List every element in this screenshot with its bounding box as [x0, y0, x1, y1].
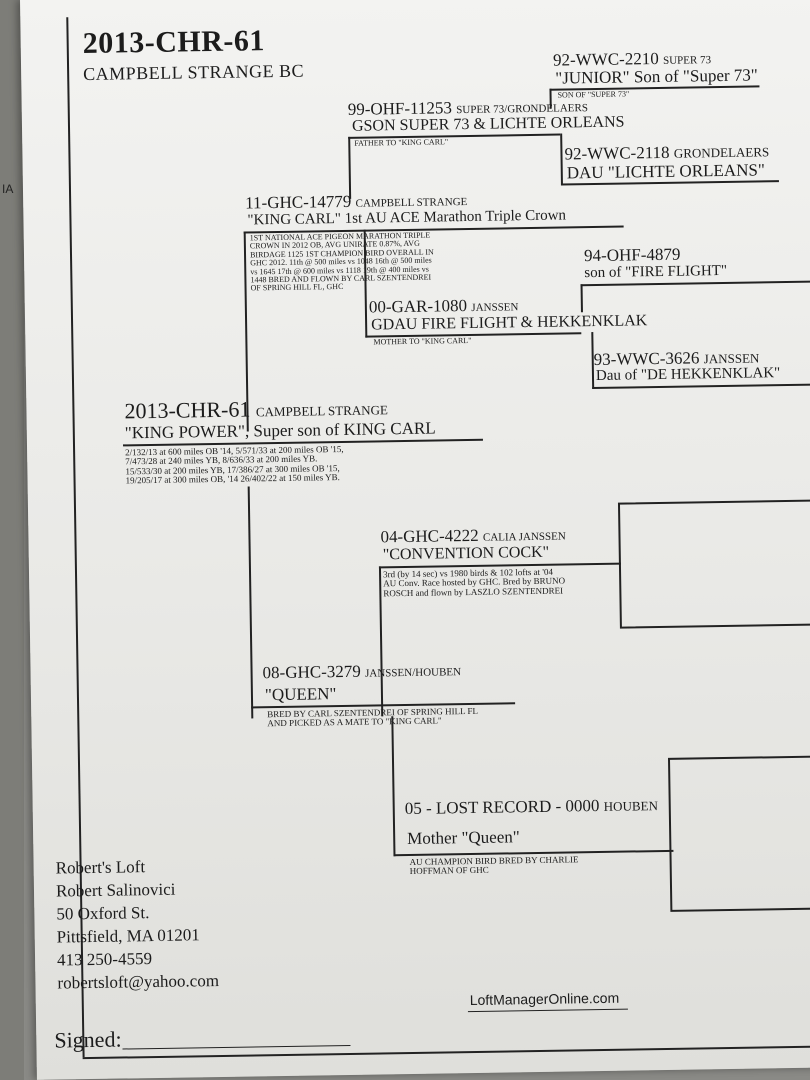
sdd-line: [592, 383, 810, 390]
left-page-edge: IA: [0, 0, 24, 1080]
dam-sire-notes: 3rd (by 14 sec) vs 1980 birds & 102 loft…: [383, 567, 565, 599]
contact-name: Robert's Loft: [55, 857, 146, 878]
dam-dam-id: 05 - LOST RECORD - 0000: [404, 795, 600, 819]
ssd-id: 92-WWC-2118: [564, 142, 670, 164]
sss-name: "JUNIOR" Son of "Super 73": [555, 65, 758, 88]
ssd-connector: [560, 133, 563, 186]
dam-sire-id-line: 04-GHC-4222 CALIA JANSSEN: [380, 525, 566, 547]
sire-sire-note: FATHER TO "KING CARL": [354, 137, 449, 148]
sire-dam-id-line: 00-GAR-1080 JANSSEN: [368, 296, 519, 317]
subject-breeder: CAMPBELL STRANGE: [255, 402, 389, 420]
dam-id-line: 08-GHC-3279 JANSSEN/HOUBEN: [262, 661, 462, 683]
header-id: 2013-CHR-61: [82, 24, 266, 61]
dam-dam-id-line: 05 - LOST RECORD - 0000 HOUBEN: [404, 795, 659, 819]
sss-breeder: SUPER 73: [662, 54, 712, 67]
dam-sire-box: [617, 499, 810, 629]
sire-sire-name: GSON SUPER 73 & LICHTE ORLEANS: [351, 113, 625, 135]
dam-notes: BRED BY CARL SZENTENDREI OF SPRING HILL …: [267, 706, 478, 729]
sire-note-7: OF SPRING HILL FL, GHC: [250, 282, 344, 293]
dam-sire-breeder: CALIA JANSSEN: [482, 530, 566, 544]
ssd-breeder: GRONDELAERS: [673, 144, 770, 161]
contact-phone: 413 250-4559: [56, 948, 153, 970]
dam-breeder: JANSSEN/HOUBEN: [364, 666, 462, 680]
sire-dam-breeder: JANSSEN: [471, 301, 519, 314]
pedigree-sheet: 2013-CHR-61 CAMPBELL STRANGE BC 92-WWC-2…: [20, 0, 810, 1080]
sdd-name: Dau of "DE HEKKENKLAK": [595, 365, 781, 384]
dam-sire-name: "CONVENTION COCK": [382, 543, 550, 564]
sds-id: 94-OHF-4879: [583, 244, 681, 266]
contact-owner: Robert Salinovici: [55, 879, 176, 901]
dam-name: "QUEEN": [264, 684, 337, 705]
dam-sire-id: 04-GHC-4222: [380, 525, 479, 547]
sire-sire-connector: [348, 136, 352, 199]
sire-id-line: 11-GHC-14779 CAMPBELL STRANGE: [245, 191, 468, 213]
subject-note-4: 19/205/17 at 300 miles OB, '14 26/402/22…: [125, 472, 340, 486]
subject-name: "KING POWER", Super son of KING CARL: [124, 418, 436, 443]
sire-dam-note: MOTHER TO "KING CARL": [373, 335, 472, 347]
brand-underline: [467, 1008, 628, 1013]
subject-id: 2013-CHR-61: [124, 396, 251, 424]
signature-line: [122, 1044, 351, 1050]
contact-street: 50 Oxford St.: [56, 902, 150, 924]
dam-id: 08-GHC-3279: [262, 661, 361, 683]
sds-line: [580, 280, 810, 287]
header-breeder: CAMPBELL STRANGE BC: [83, 60, 305, 85]
sire-dam-id: 00-GAR-1080: [368, 296, 468, 317]
sire-dam-name: GDAU FIRE FLIGHT & HEKKENKLAK: [371, 312, 648, 334]
dam-connector: [247, 486, 254, 719]
sdd-connector: [591, 332, 595, 390]
dam-dam-breeder: HOUBEN: [603, 798, 659, 814]
contact-city: Pittsfield, MA 01201: [56, 925, 200, 947]
contact-block: Robert's Loft Robert Salinovici 50 Oxfor…: [55, 855, 219, 995]
dam-dam-connector: [391, 716, 396, 857]
sire-name: "KING CARL" 1st AU ACE Marathon Triple C…: [247, 207, 567, 229]
brand-text: LoftManagerOnline.com: [469, 989, 620, 1009]
sire-notes: 1ST NATIONAL ACE PIGEON MARATHON TRIPLE …: [250, 231, 435, 294]
dam-note-2: AND PICKED AS A MATE TO "KING CARL": [267, 715, 442, 729]
dam-sire-note-3: ROSCH and flown by LASZLO SZENTENDREI: [383, 585, 564, 599]
sds-connector: [580, 284, 583, 313]
sds-name: son of "FIRE FLIGHT": [584, 262, 728, 282]
subject-id-line: 2013-CHR-61 CAMPBELL STRANGE: [124, 396, 389, 424]
ssd-name: DAU "LICHTE ORLEANS": [566, 160, 765, 183]
sdd-breeder: JANSSEN: [703, 350, 760, 367]
ssd-id-line: 92-WWC-2118 GRONDELAERS: [564, 142, 770, 164]
sire-breeder: CAMPBELL STRANGE: [355, 195, 468, 210]
dam-dam-note-2: HOFFMAN OF GHC: [409, 865, 489, 877]
signed-label: Signed:: [54, 1026, 122, 1053]
contact-email: robertsloft@yahoo.com: [57, 970, 220, 993]
dam-dam-notes: AU CHAMPION BIRD BRED BY CHARLIE HOFFMAN…: [409, 854, 579, 877]
sire-id: 11-GHC-14779: [245, 191, 352, 213]
dam-dam-name: Mother "Queen": [407, 827, 520, 849]
dam-dam-box: [667, 755, 810, 912]
edge-fragment-text: IA: [2, 182, 14, 196]
subject-notes: 2/132/13 at 600 miles OB '14, 5/571/33 a…: [125, 444, 344, 486]
